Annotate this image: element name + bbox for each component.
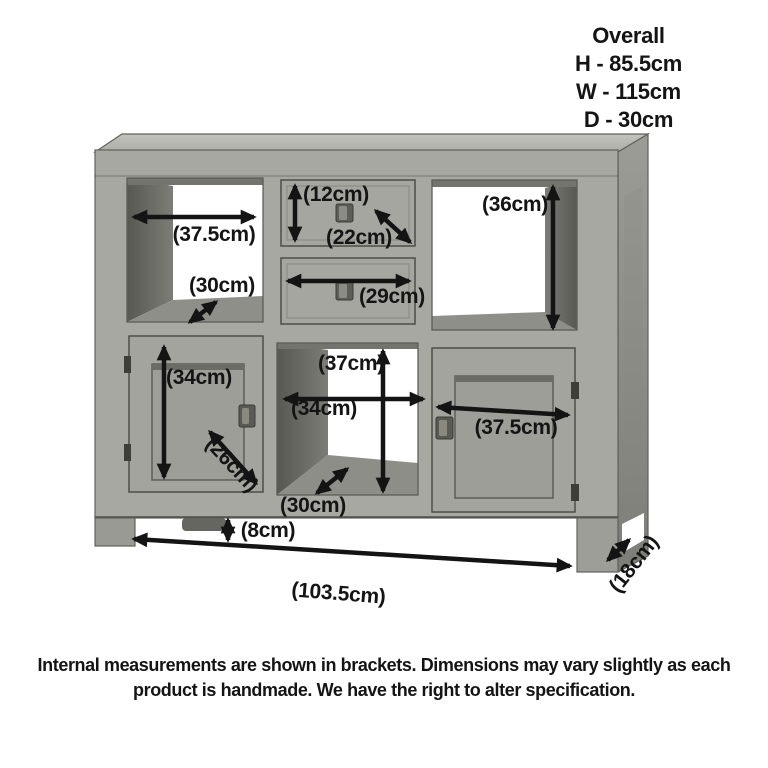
dim-label-right-shelf-height: (36cm) xyxy=(482,193,548,216)
overall-height: H - 85.5cm xyxy=(574,51,682,76)
side-panel-recess xyxy=(624,186,642,488)
middle-opening-wall xyxy=(277,343,328,495)
right-shelf-wall xyxy=(545,180,577,330)
overall-depth: D - 30cm xyxy=(583,107,674,132)
arrow-right-door-width xyxy=(435,400,571,422)
dim-label-left-shelf-depth: (30cm) xyxy=(189,274,255,297)
right-leg xyxy=(576,517,619,573)
left-shelf-wall xyxy=(127,178,173,322)
bottom-drawer-knob-highlight xyxy=(339,284,347,298)
left-door-knob-highlight xyxy=(242,408,249,424)
right-door-panel-shadow xyxy=(455,376,553,382)
overall-title: Overall xyxy=(592,23,665,48)
right-shelf-top-shadow xyxy=(432,180,577,187)
rear-foot xyxy=(182,518,226,531)
right-door-knob-highlight xyxy=(439,420,447,436)
left-door-hinge-top xyxy=(124,356,131,373)
dim-label-underframe-height: (8cm) xyxy=(241,519,296,542)
top-panel xyxy=(93,133,651,153)
dim-label-middle-opening-height: (37cm) xyxy=(318,352,384,375)
right-door-hinge-top xyxy=(571,382,579,399)
arrow-leg-depth xyxy=(605,538,632,562)
right-door xyxy=(431,347,579,513)
dimension-arrows xyxy=(131,183,632,573)
left-leg xyxy=(94,517,136,547)
middle-opening-outline xyxy=(276,342,419,496)
arrow-drawer-depth xyxy=(373,209,413,244)
top-drawer-knob-highlight xyxy=(339,206,347,220)
overall-dimensions-panel: Overall H - 85.5cm W - 115cm D - 30cm xyxy=(575,22,682,134)
dim-label-drawer-depth: (22cm) xyxy=(326,226,392,249)
dim-label-right-door-width: (37.5cm) xyxy=(475,416,558,439)
overall-width: W - 115cm xyxy=(576,79,681,104)
dim-label-middle-opening-depth: (30cm) xyxy=(280,494,346,517)
middle-opening-top-shadow xyxy=(277,343,418,349)
bottom-drawer xyxy=(280,257,416,325)
cabinet-illustration xyxy=(93,132,651,573)
dim-label-drawer-height: (12cm) xyxy=(303,183,369,206)
bottom-drawer-groove xyxy=(286,263,410,319)
right-shelf-outline xyxy=(431,179,578,331)
left-shelf-top-shadow xyxy=(127,178,263,185)
dim-label-left-door-height: (34cm) xyxy=(166,366,232,389)
dim-label-middle-opening-width: (34cm) xyxy=(291,397,357,420)
footnote: Internal measurements are shown in brack… xyxy=(0,653,768,703)
arrow-base-width xyxy=(131,532,573,573)
left-door-hinge-bottom xyxy=(124,444,131,461)
dim-label-base-width: (103.5cm) xyxy=(291,578,387,608)
footnote-line-2: product is handmade. We have the right t… xyxy=(133,680,635,700)
dim-label-drawer-width: (29cm) xyxy=(359,285,425,308)
right-door-panel xyxy=(454,375,554,499)
left-shelf-opening xyxy=(126,177,264,323)
arrow-left-door-diagonal xyxy=(208,429,258,486)
arrow-middle-opening-depth xyxy=(314,467,350,495)
arrow-left-shelf-depth xyxy=(187,300,219,324)
footnote-line-1: Internal measurements are shown in brack… xyxy=(37,655,731,675)
left-door-panel-shadow xyxy=(152,364,244,370)
right-door-hinge-bottom xyxy=(571,484,579,501)
dim-label-left-shelf-width: (37.5cm) xyxy=(173,223,256,246)
right-shelf-floor xyxy=(432,312,577,330)
